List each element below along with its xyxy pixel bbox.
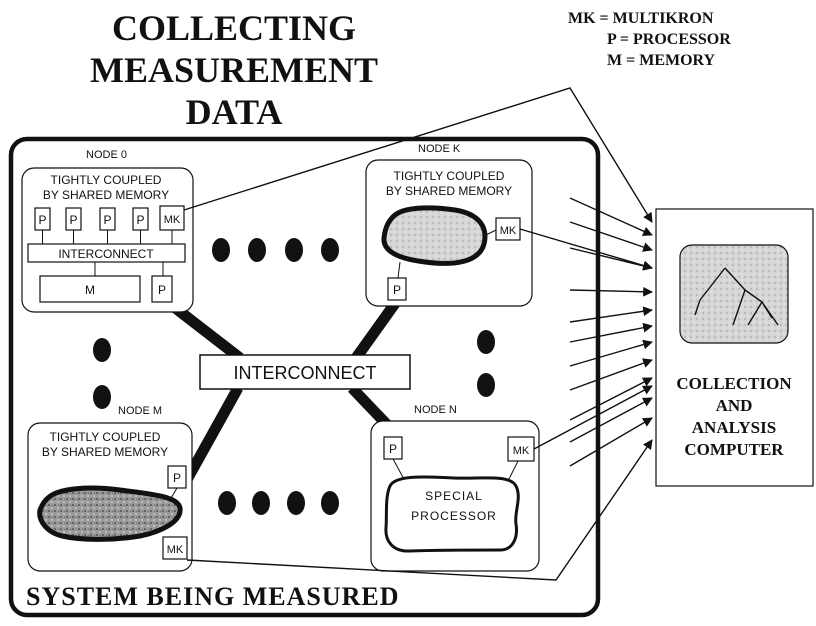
continuation-dots-top [212, 238, 339, 262]
node0-interconnect [27, 243, 186, 263]
node0-caption-1: TIGHTLY COUPLED [51, 173, 162, 187]
arrow-noden-multikron [533, 385, 653, 450]
svg-text:P: P [136, 213, 144, 227]
noden-name: NODE N [414, 404, 457, 416]
nodek-port-processor-label: P [393, 283, 401, 297]
bus-nodem [179, 385, 243, 488]
computer-line-2: AND [716, 396, 753, 415]
nodem-port-processor-label: P [173, 471, 181, 485]
central-interconnect-box [199, 354, 411, 390]
nodek-name: NODE K [418, 143, 461, 155]
computer-line-3: ANALYSIS [692, 418, 776, 437]
legend-multikron: MK = MULTIKRON [568, 10, 714, 27]
tree-display-icon [679, 244, 789, 344]
nodem-caption-1: TIGHTLY COUPLED [50, 430, 161, 444]
arrow-nodem-multikron [186, 439, 653, 581]
shared-memory-blob-icon [381, 205, 488, 266]
node0-interconnect-label: INTERCONNECT [58, 247, 154, 261]
legend-processor: P = PROCESSOR [607, 31, 731, 48]
svg-text:P: P [69, 213, 77, 227]
nodem-multikron [162, 536, 188, 560]
bus-nodek [351, 298, 401, 362]
special-processor-label-1: SPECIAL [425, 489, 483, 503]
noden-port-processor-label: P [389, 442, 397, 456]
continuation-dots-left [93, 338, 111, 409]
nodek-caption-1: TIGHTLY COUPLED [394, 169, 505, 183]
arrow-nodek-multikron [519, 228, 653, 271]
shared-memory-blob-icon [37, 485, 183, 542]
continuation-dots-bottom [218, 491, 339, 515]
nodem-name: NODE M [118, 405, 162, 417]
node0-name: NODE 0 [86, 149, 127, 161]
measurement-arrows [183, 87, 653, 581]
nodem-multikron-label: MK [167, 544, 184, 556]
tree-display-lines [694, 267, 779, 326]
title-line-3: DATA [186, 92, 283, 132]
node0-port-processor [151, 275, 173, 303]
special-processor-label-2: PROCESSOR [411, 509, 497, 523]
svg-text:P: P [103, 213, 111, 227]
svg-text:P: P [38, 213, 46, 227]
node0-memory [39, 275, 141, 303]
node0-multikron-label: MK [164, 214, 181, 226]
node0-processors: P P P P [34, 207, 149, 244]
computer-line-1: COLLECTION [676, 374, 792, 393]
node0-memory-label: M [85, 283, 95, 297]
nodem-caption-2: BY SHARED MEMORY [42, 445, 168, 459]
central-interconnect-label: INTERCONNECT [234, 363, 377, 383]
legend-memory: M = MEMORY [607, 52, 716, 69]
noden-multikron-label: MK [513, 445, 530, 457]
node0-multikron [159, 205, 185, 231]
arrow-node0-multikron [183, 87, 653, 223]
noden-multikron [507, 436, 535, 462]
nodek-port-processor [387, 277, 407, 301]
special-processor-shape [384, 475, 520, 553]
node0-port-processor-label: P [158, 283, 166, 297]
continuation-dots-right [477, 330, 495, 397]
computer-line-4: COMPUTER [684, 440, 784, 459]
system-label: SYSTEM BEING MEASURED [26, 582, 400, 611]
nodek-multikron-label: MK [500, 225, 517, 237]
title-line-2: MEASUREMENT [90, 50, 378, 90]
title-line-1: COLLECTING [112, 8, 356, 48]
node0-caption-2: BY SHARED MEMORY [43, 188, 169, 202]
nodek-caption-2: BY SHARED MEMORY [386, 184, 512, 198]
